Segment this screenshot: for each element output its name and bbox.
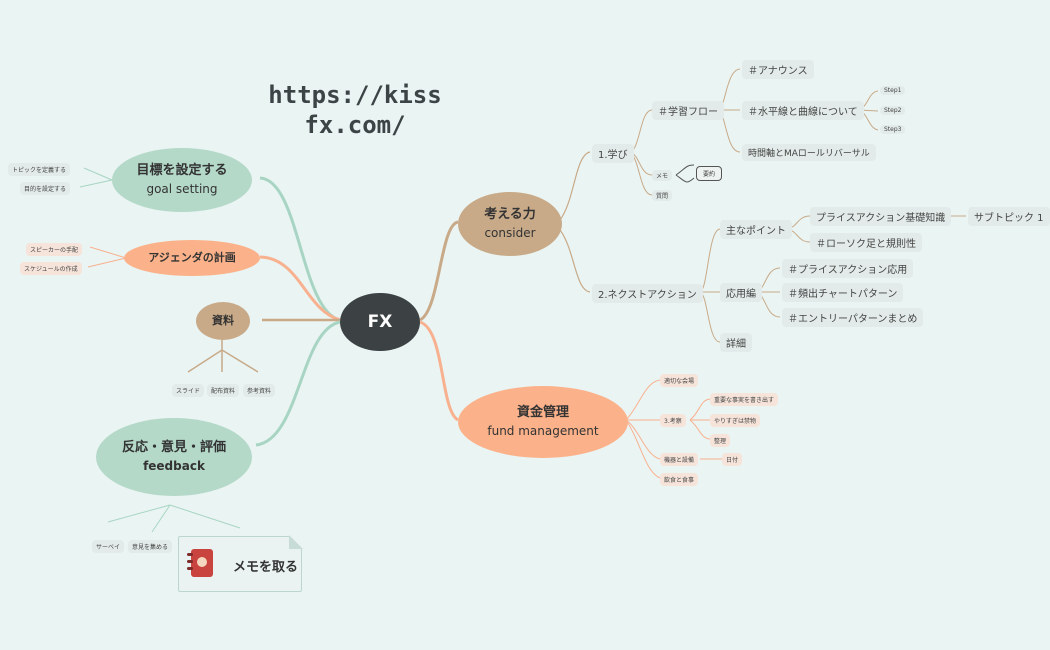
materials-node[interactable]: 資料 [196,302,250,340]
subtopic-node[interactable]: サブトピック 1 [968,207,1050,226]
timeframe-node[interactable]: 時間軸とMAロールリバーサル [742,144,876,161]
memo-node[interactable]: メモ [652,170,673,181]
consider-title: 考える力 [484,207,536,222]
goal-item-define-topic[interactable]: トピックを定義する [8,163,71,176]
fund-node[interactable]: 資金管理 fund management [458,386,628,458]
agenda-item-speakers[interactable]: スピーカーの手配 [26,243,83,256]
agenda-node[interactable]: アジェンダの計画 [124,240,260,276]
consider-node[interactable]: 考える力 consider [458,192,562,256]
fund-item-too-much[interactable]: やりすぎは禁物 [710,414,761,427]
feedback-node[interactable]: 反応・意見・評価 feedback [96,418,252,496]
feedback-item-survey[interactable]: サーベイ [92,540,125,553]
center-node[interactable]: FX [340,293,420,351]
card-fold-corner [289,535,303,549]
url-line-2: fx.com/ [304,111,406,139]
fund-item-drinks[interactable]: 飲食と食事 [660,473,699,486]
question-node[interactable]: 質問 [652,190,673,201]
learning-flow-node[interactable]: ＃学習フロー [652,101,724,120]
notebook-icon [187,549,213,577]
url-line-1: https://kiss [268,81,442,109]
fund-item-date[interactable]: 日付 [722,453,743,466]
materials-title: 資料 [212,314,234,327]
take-notes-label: メモを取る [233,560,299,575]
center-label: FX [367,312,393,332]
fund-item-venue[interactable]: 適切な会場 [660,374,699,387]
advanced-node[interactable]: 応用編 [720,283,762,302]
fund-item-write-down[interactable]: 重要な事実を書き出す [710,393,779,406]
materials-item-references[interactable]: 参考資料 [243,384,276,397]
site-url-text: https://kiss fx.com/ [255,80,455,140]
agenda-item-schedule[interactable]: スケジュールの作成 [20,262,82,275]
fund-subtitle: fund management [487,424,599,438]
announce-node[interactable]: ＃アナウンス [742,60,814,79]
step-1-node[interactable]: Step1 [880,86,906,95]
fund-item-organize[interactable]: 整理 [710,434,731,447]
fund-item-equipment[interactable]: 機器と設備 [660,453,699,466]
materials-item-slides[interactable]: スライド [172,384,205,397]
price-action-basics-node[interactable]: プライスアクション基礎知識 [810,207,952,226]
take-notes-card[interactable]: メモを取る [178,535,303,592]
price-action-applied-node[interactable]: ＃プライスアクション応用 [782,259,914,278]
goal-item-set-purpose[interactable]: 目的を設定する [20,182,71,195]
goal-node[interactable]: 目標を設定する goal setting [112,148,252,212]
fund-title: 資金管理 [516,405,569,420]
key-points-node[interactable]: 主なポイント [720,220,792,239]
summary-node[interactable]: 要約 [696,166,723,181]
feedback-item-collect-opinions[interactable]: 意見を集める [128,540,173,553]
step-3-node[interactable]: Step3 [880,125,906,134]
fund-item-consider[interactable]: 3.考察 [660,414,686,427]
candlestick-node[interactable]: ＃ローソク足と規則性 [810,233,922,252]
chart-patterns-node[interactable]: ＃頻出チャートパターン [782,283,904,302]
goal-title: 目標を設定する [136,163,228,178]
entry-patterns-node[interactable]: ＃エントリーパターンまとめ [782,308,924,327]
consider-subtitle: consider [484,226,536,240]
agenda-title: アジェンダの計画 [148,251,236,264]
feedback-title: 反応・意見・評価 [121,440,226,455]
goal-subtitle: goal setting [146,182,218,196]
step-2-node[interactable]: Step2 [880,106,906,115]
learn-node[interactable]: 1.学び [592,144,634,163]
next-action-node[interactable]: 2.ネクストアクション [592,284,703,303]
detail-node[interactable]: 詳細 [720,333,752,352]
materials-item-handouts[interactable]: 配布資料 [207,384,240,397]
feedback-subtitle: feedback [143,459,205,473]
horizontal-lines-node[interactable]: ＃水平線と曲線について [742,101,864,120]
